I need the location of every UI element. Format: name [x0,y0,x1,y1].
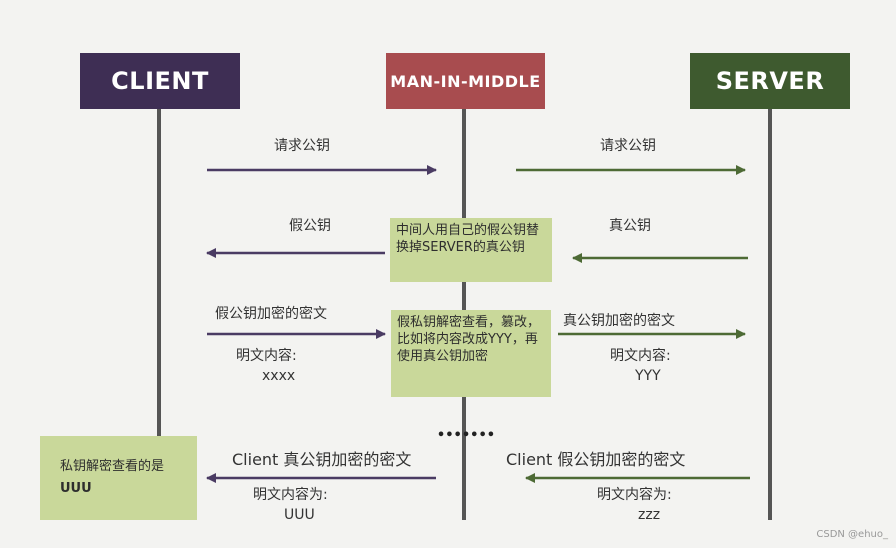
mitm-fake-key-note: 中间人用自己的假公钥替换掉SERVER的真公钥 [390,218,552,282]
client-actor-box: CLIENT [80,53,240,109]
watermark: CSDN @ehuo_ [816,529,888,540]
ellipsis: ••••••• [436,428,496,443]
m7-label: Client 假公钥加密的密文 [506,450,686,469]
mitm-decrypt-note: 假私钥解密查看，篡改，比如将内容改成YYY，再使用真公钥加密 [391,310,551,397]
m5-plain-label: 明文内容: [236,348,297,364]
m7-plain-value: zzz [638,507,661,523]
server-actor-label: SERVER [715,67,825,95]
m5-plain-value: xxxx [262,368,296,384]
m8-plain-value: UUU [284,507,315,523]
m6-plain-value: YYY [635,368,661,384]
m1-label: 请求公钥 [274,138,330,154]
m7-plain-label: 明文内容为: [597,487,672,503]
m6-plain-label: 明文内容: [610,348,671,364]
mitm-actor-label: MAN-IN-MIDDLE [390,71,541,91]
mitm-actor-box: MAN-IN-MIDDLE [386,53,545,109]
m6-label: 真公钥加密的密文 [563,313,675,329]
client-result-note: 私钥解密查看的是 UUU [40,436,197,520]
m4-label: 假公钥 [289,218,331,234]
m3-label: 真公钥 [609,218,651,234]
m5-label: 假公钥加密的密文 [215,306,327,322]
client-actor-label: CLIENT [111,67,209,95]
server-actor-box: SERVER [690,53,850,109]
m2-label: 请求公钥 [600,138,656,154]
m8-plain-label: 明文内容为: [253,487,328,503]
client-result-line1: 私钥解密查看的是 [60,459,165,474]
m8-label: Client 真公钥加密的密文 [232,450,412,469]
client-result-line2: UUU [60,481,92,496]
